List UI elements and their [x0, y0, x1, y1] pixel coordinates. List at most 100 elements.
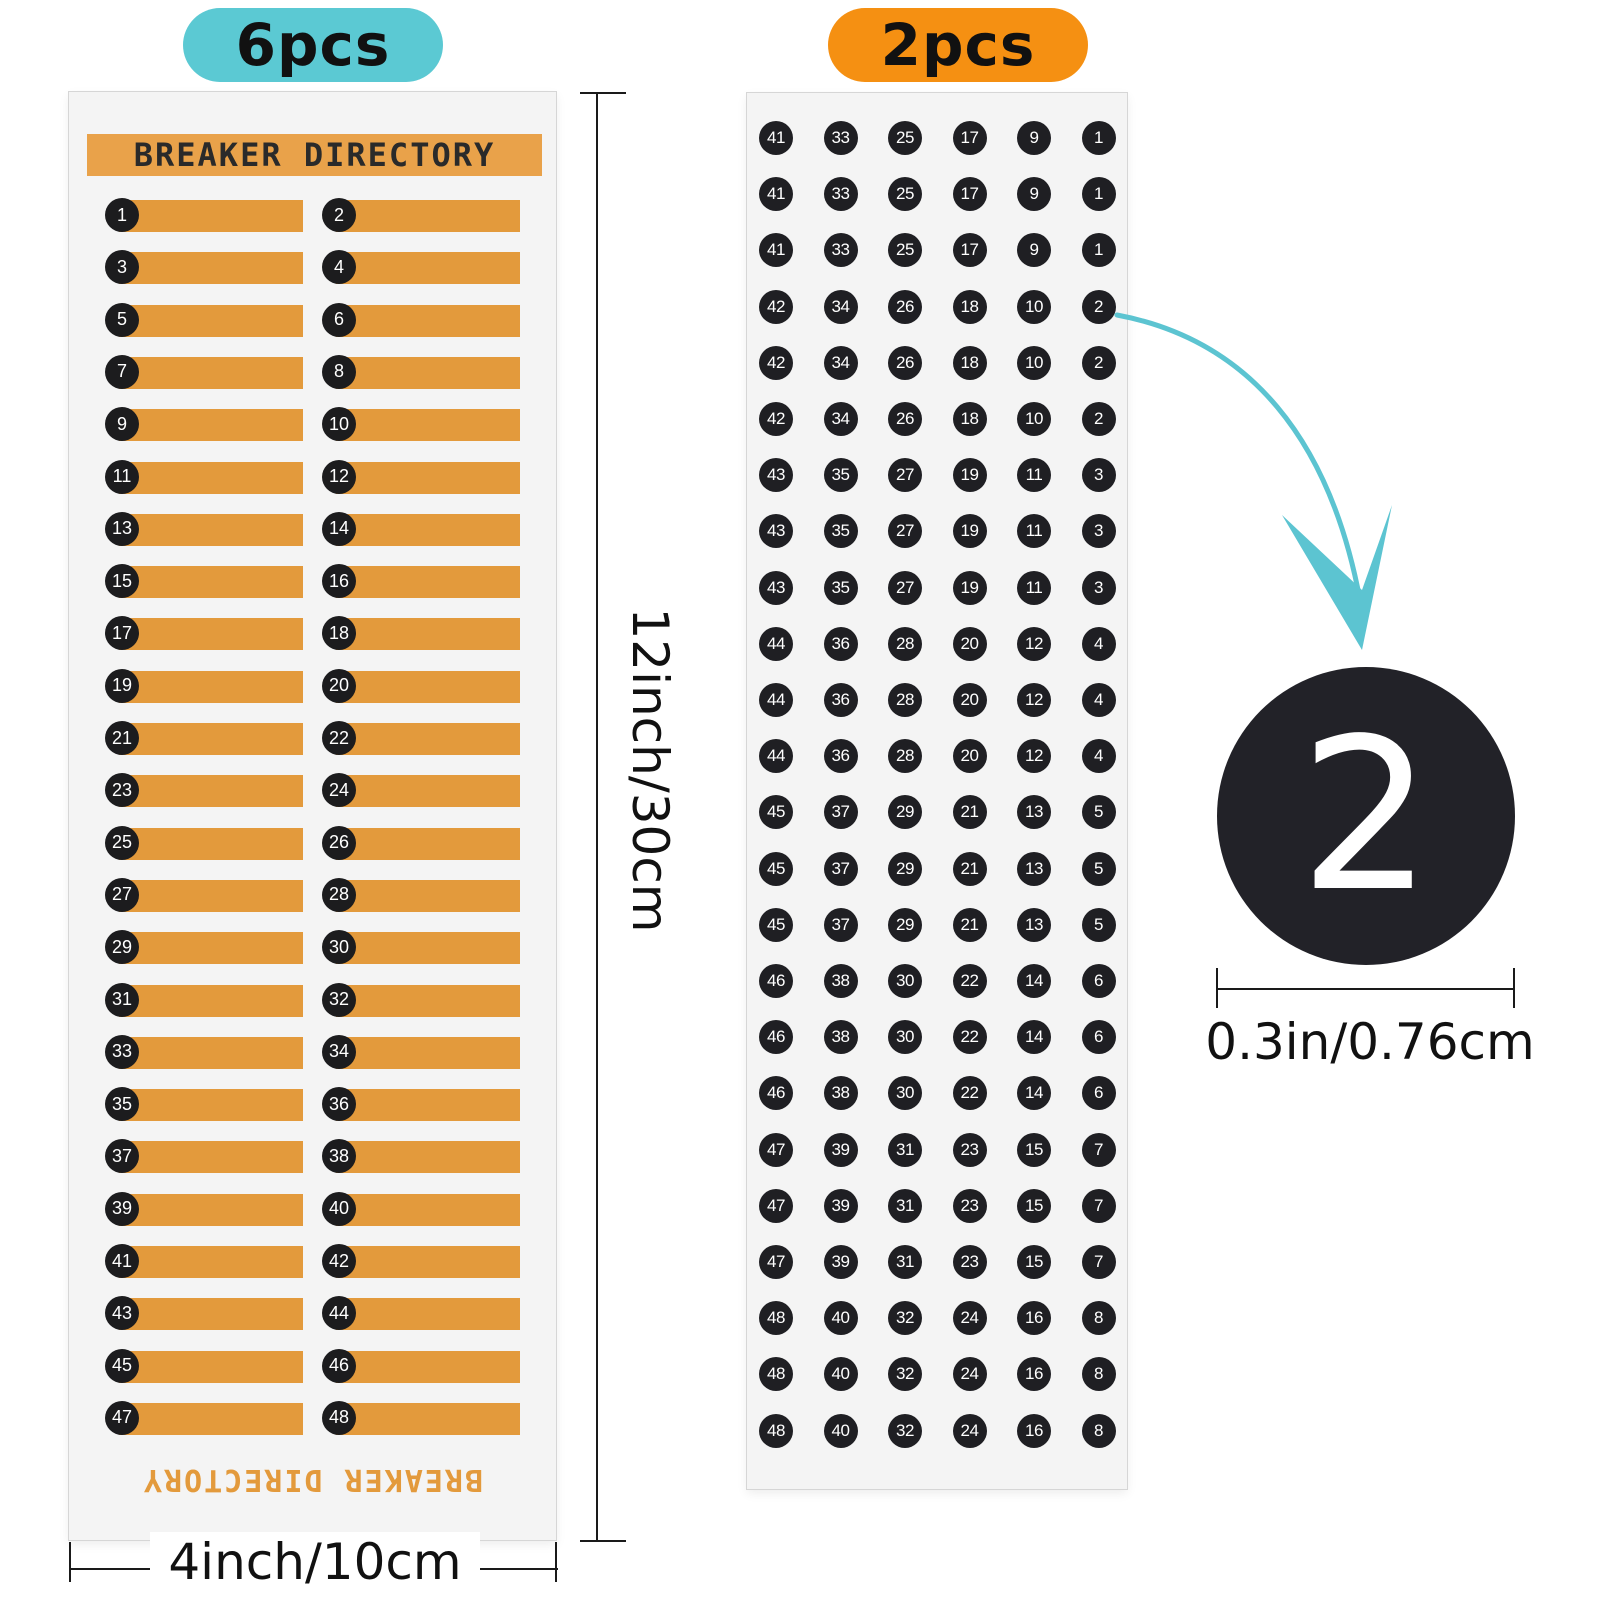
directory-slot-number: 12 [322, 459, 356, 494]
directory-slot-number: 34 [322, 1034, 356, 1069]
directory-slot-number: 33 [105, 1034, 139, 1069]
directory-slot-number: 36 [322, 1087, 356, 1122]
number-sticker: 35 [823, 458, 858, 493]
number-sticker: 39 [823, 1132, 858, 1167]
number-sticker: 12 [1017, 683, 1051, 717]
directory-label-bar [119, 1089, 303, 1122]
directory-label-bar [119, 513, 303, 546]
directory-label-bar [119, 932, 303, 965]
number-sticker: 16 [1017, 1301, 1051, 1336]
directory-slot-number: 18 [322, 616, 356, 651]
number-sticker: 19 [952, 570, 987, 605]
width-dimension-tick-right [555, 1542, 557, 1582]
directory-label-bar [119, 461, 303, 494]
number-sticker: 43 [759, 514, 793, 549]
number-sticker: 26 [888, 345, 922, 380]
directory-slot-number: 9 [105, 407, 139, 442]
number-sticker: 25 [888, 177, 922, 212]
directory-label-bar [336, 513, 520, 546]
number-sticker: 29 [888, 907, 922, 942]
number-sticker: 33 [823, 233, 858, 268]
directory-label-bar [119, 670, 303, 703]
number-sticker: 23 [952, 1132, 987, 1167]
number-sticker: 7 [1081, 1132, 1116, 1167]
number-sticker: 20 [952, 739, 987, 774]
number-sticker: 5 [1081, 795, 1116, 830]
directory-label-bar [119, 827, 303, 860]
directory-slot-number: 47 [105, 1400, 139, 1435]
number-sticker: 17 [952, 121, 987, 155]
directory-label-bar [119, 984, 303, 1017]
number-sticker: 10 [1017, 402, 1051, 436]
number-sticker: 44 [759, 739, 793, 774]
directory-slot-number: 8 [322, 354, 356, 389]
number-sticker: 6 [1081, 964, 1116, 998]
number-sticker: 12 [1017, 626, 1051, 661]
number-sticker: 12 [1017, 739, 1051, 774]
directory-slot-number: 27 [105, 877, 139, 912]
number-sticker: 31 [888, 1132, 922, 1167]
dot-size-label: 0.3in/0.76cm [1205, 1013, 1535, 1071]
number-sticker: 37 [823, 851, 858, 886]
directory-slot-number: 16 [322, 564, 356, 599]
number-sticker: 26 [888, 402, 922, 436]
zoomed-number-sticker: 2 [1217, 667, 1515, 965]
number-sticker: 22 [952, 1020, 987, 1055]
number-sticker: 4 [1081, 683, 1116, 717]
directory-slot-number: 23 [105, 773, 139, 808]
number-sticker: 41 [759, 121, 793, 155]
directory-label-bar [119, 1193, 303, 1226]
directory-label-bar [119, 304, 303, 337]
directory-label-bar [336, 1402, 520, 1435]
directory-slot-number: 28 [322, 877, 356, 912]
number-sticker: 20 [952, 683, 987, 717]
number-sticker: 13 [1017, 795, 1051, 830]
number-sticker: 9 [1017, 233, 1051, 268]
number-sticker: 35 [823, 570, 858, 605]
number-sticker: 46 [759, 1076, 793, 1111]
number-sticker: 19 [952, 514, 987, 549]
number-sticker: 47 [759, 1245, 793, 1279]
directory-label-bar [119, 775, 303, 808]
directory-slot-number: 44 [322, 1296, 356, 1331]
number-sticker: 1 [1081, 177, 1116, 212]
directory-label-bar [336, 723, 520, 755]
number-sticker: 8 [1081, 1301, 1116, 1336]
number-sticker: 7 [1081, 1188, 1116, 1223]
number-sticker: 22 [952, 1076, 987, 1111]
number-sticker: 19 [952, 458, 987, 493]
directory-slot-number: 25 [105, 825, 139, 860]
directory-label-bar [336, 1298, 520, 1331]
directory-slot-number: 4 [322, 250, 356, 285]
directory-slot-number: 13 [105, 511, 139, 546]
directory-label-bar [336, 252, 520, 285]
number-sticker: 27 [888, 458, 922, 493]
number-sticker: 46 [759, 1020, 793, 1055]
number-sticker: 42 [759, 289, 793, 324]
directory-slot-number: 45 [105, 1348, 139, 1383]
directory-label-bar [336, 827, 520, 860]
directory-slot-number: 29 [105, 930, 139, 965]
number-sticker: 33 [823, 177, 858, 212]
directory-slot-number: 26 [322, 825, 356, 860]
number-sticker: 47 [759, 1132, 793, 1167]
number-sticker: 34 [823, 345, 858, 380]
number-sticker: 11 [1017, 458, 1051, 493]
directory-slot-number: 38 [322, 1139, 356, 1174]
directory-slot-number: 37 [105, 1139, 139, 1174]
number-sticker: 42 [759, 345, 793, 380]
directory-label-bar [119, 1350, 303, 1383]
directory-label-bar [336, 775, 520, 808]
number-sticker: 39 [823, 1245, 858, 1279]
number-sticker: 46 [759, 964, 793, 998]
number-sticker: 31 [888, 1188, 922, 1223]
directory-label-bar [336, 356, 520, 389]
directory-label-bar [336, 932, 520, 965]
directory-slot-number: 11 [105, 459, 139, 494]
number-sticker: 29 [888, 851, 922, 886]
width-dimension-tick-left [69, 1542, 71, 1582]
width-dimension-label: 4inch/10cm [150, 1532, 480, 1592]
number-sticker: 3 [1081, 458, 1116, 493]
directory-label-bar [336, 618, 520, 651]
